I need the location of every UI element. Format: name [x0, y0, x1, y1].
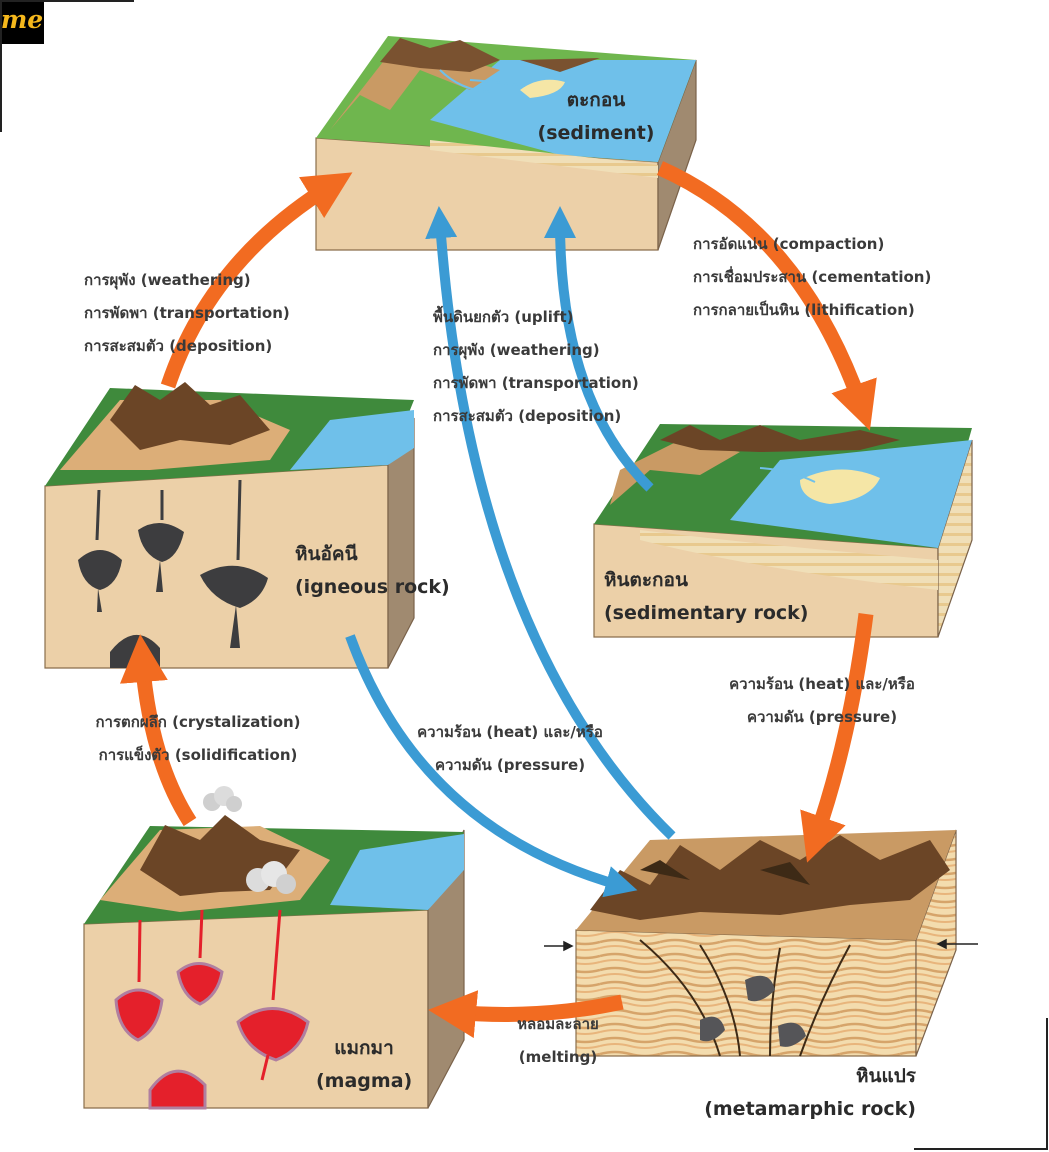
- magma-chambers: [114, 962, 310, 1110]
- arrow-sediment-to-sedimentary: [656, 161, 877, 431]
- process-text: พื้นดินยกตัว (uplift): [433, 308, 574, 326]
- arrow-sedimentary-uplift: [544, 206, 654, 492]
- igneous-name-th: หินอัคนี: [295, 543, 358, 565]
- frame-bottom-right-v: [1046, 1018, 1048, 1150]
- arrow-sedimentary-to-metamorphic: [800, 613, 874, 863]
- arrow-igneous-to-metamorphic: [345, 634, 638, 898]
- label-sediment-to-sedimentary: การอัดแน่น (compaction) การเชื่อมประสาน …: [693, 228, 931, 327]
- compression-arrows: [544, 938, 978, 952]
- label-sedimentary-to-metamorphic: ความร้อน (heat) และ/หรือ ความดัน (pressu…: [716, 668, 928, 734]
- igneous-name-en: (igneous rock): [295, 576, 450, 598]
- label-magma-to-igneous: การตกผลึก (crystalization) การแข็งตัว (s…: [84, 706, 312, 772]
- arrow-metamorphic-to-magma: [428, 990, 624, 1039]
- magma-block: [83, 786, 465, 1110]
- label-metamorphic-to-magma: หลอมละลาย (melting): [506, 1008, 610, 1074]
- process-text: ความร้อน (heat) และ/หรือ: [417, 723, 603, 741]
- igneous-block: [44, 382, 415, 669]
- sediment-block: [315, 36, 697, 251]
- sediment-name-th: ตะกอน: [566, 89, 626, 111]
- label-igneous-to-metamorphic: ความร้อน (heat) และ/หรือ ความดัน (pressu…: [404, 716, 616, 782]
- process-text: การกลายเป็นหิน (lithification): [693, 301, 915, 319]
- sedimentary-block: [593, 424, 973, 638]
- magma-name: แมกมา (magma): [316, 1032, 412, 1098]
- magma-name-th: แมกมา: [334, 1037, 394, 1059]
- process-text: การแข็งตัว (solidification): [98, 746, 298, 764]
- sedimentary-name-th: หินตะกอน: [604, 569, 688, 591]
- sediment-name: ตะกอน (sediment): [536, 84, 656, 150]
- process-text: การเชื่อมประสาน (cementation): [693, 268, 932, 286]
- sedimentary-name-en: (sedimentary rock): [604, 602, 809, 624]
- arrow-igneous-to-sediment: [160, 172, 353, 389]
- process-text: การสะสมตัว (deposition): [84, 337, 273, 355]
- process-text: ความดัน (pressure): [434, 756, 586, 774]
- process-text: การผุพัง (weathering): [433, 341, 600, 359]
- metamorphic-name-th: หินแปร: [855, 1065, 916, 1087]
- process-text: (melting): [518, 1048, 598, 1066]
- igneous-intrusions: [78, 479, 268, 668]
- process-text: ความดัน (pressure): [746, 708, 898, 726]
- arrow-metamorphic-uplift: [425, 206, 676, 840]
- sediment-name-en: (sediment): [537, 122, 655, 144]
- volcano-smoke-icon: [203, 786, 296, 894]
- arrow-magma-to-igneous: [119, 634, 197, 827]
- label-igneous-to-sediment: การผุพัง (weathering) การพัดพา (transpor…: [84, 264, 290, 363]
- metamorphic-block: [544, 829, 978, 1057]
- frame-top-left-h: [0, 0, 134, 2]
- process-text: การอัดแน่น (compaction): [693, 235, 885, 253]
- process-text: การพัดพา (transportation): [84, 304, 290, 322]
- frame-bottom-right-h: [914, 1148, 1048, 1150]
- process-text: ความร้อน (heat) และ/หรือ: [729, 675, 915, 693]
- igneous-name: หินอัคนี (igneous rock): [295, 538, 450, 604]
- sedimentary-name: หินตะกอน (sedimentary rock): [604, 564, 808, 630]
- frame-top-left-v: [0, 0, 2, 132]
- magma-name-en: (magma): [316, 1070, 413, 1092]
- metamorphic-name-en: (metamarphic rock): [704, 1098, 916, 1120]
- metamorphic-name: หินแปร (metamarphic rock): [700, 1060, 916, 1126]
- process-text: การสะสมตัว (deposition): [433, 407, 622, 425]
- process-text: การพัดพา (transportation): [433, 374, 639, 392]
- me-logo: me: [0, 0, 44, 44]
- process-text: หลอมละลาย: [517, 1015, 599, 1033]
- process-text: การตกผลึก (crystalization): [95, 713, 301, 731]
- label-uplift: พื้นดินยกตัว (uplift) การผุพัง (weatheri…: [433, 301, 639, 433]
- metamorphic-intrusions: [700, 975, 806, 1047]
- process-text: การผุพัง (weathering): [84, 271, 251, 289]
